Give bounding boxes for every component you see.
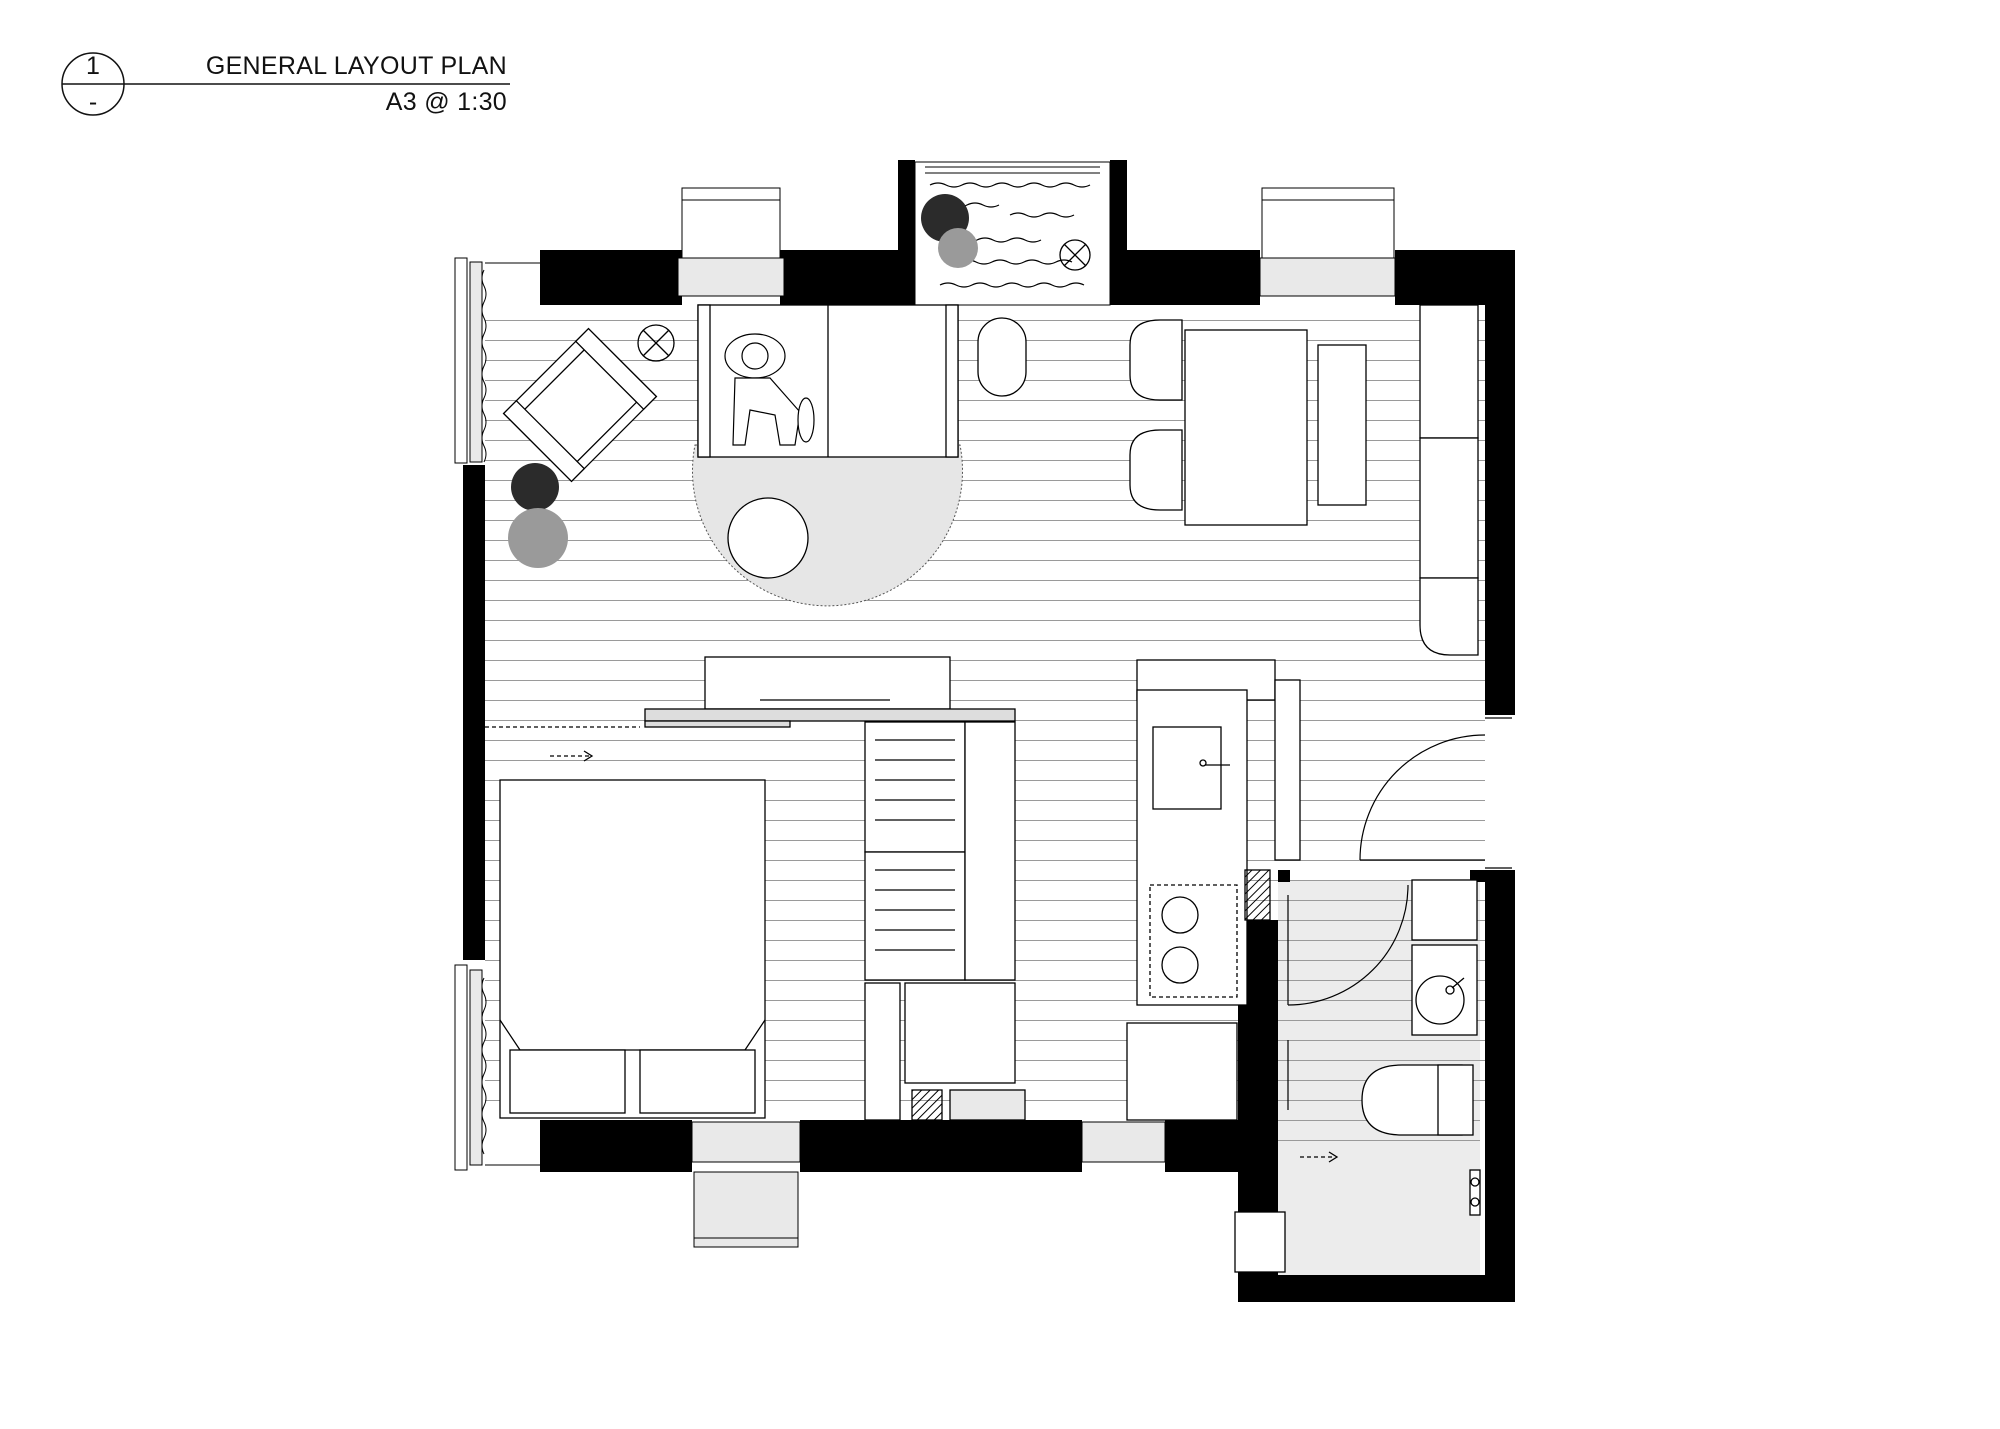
movement-arrow [550,750,1339,1163]
built-in-bench [1419,304,1479,656]
windows-top [677,187,1396,297]
light-fixture [637,239,1091,362]
sheet-reference: - [88,88,98,116]
windows-bottom [691,1121,1166,1248]
ottoman [977,317,1027,397]
windows-left [454,257,540,1171]
bathroom-fixtures [1234,879,1481,1273]
bathroom-door [1287,884,1409,1110]
drawing-scale: A3 @ 1:30 [385,88,507,116]
walls [463,250,1515,1302]
kitchen-counter [1126,659,1301,1121]
entry-door [1359,717,1512,869]
title-block-graphics [61,52,510,116]
dining-set [1129,319,1367,526]
drawing-number: 1 [86,52,100,80]
plant-icon [508,194,978,568]
tv-unit [485,656,1016,728]
coffee-table [727,497,809,579]
person-figure [724,333,815,446]
armchair [502,327,658,483]
title-block: 1 - GENERAL LAYOUT PLAN A3 @ 1:30 [0,0,560,130]
bed [499,779,766,1119]
wardrobe [864,721,1026,1121]
drawing-title: GENERAL LAYOUT PLAN [205,52,507,80]
